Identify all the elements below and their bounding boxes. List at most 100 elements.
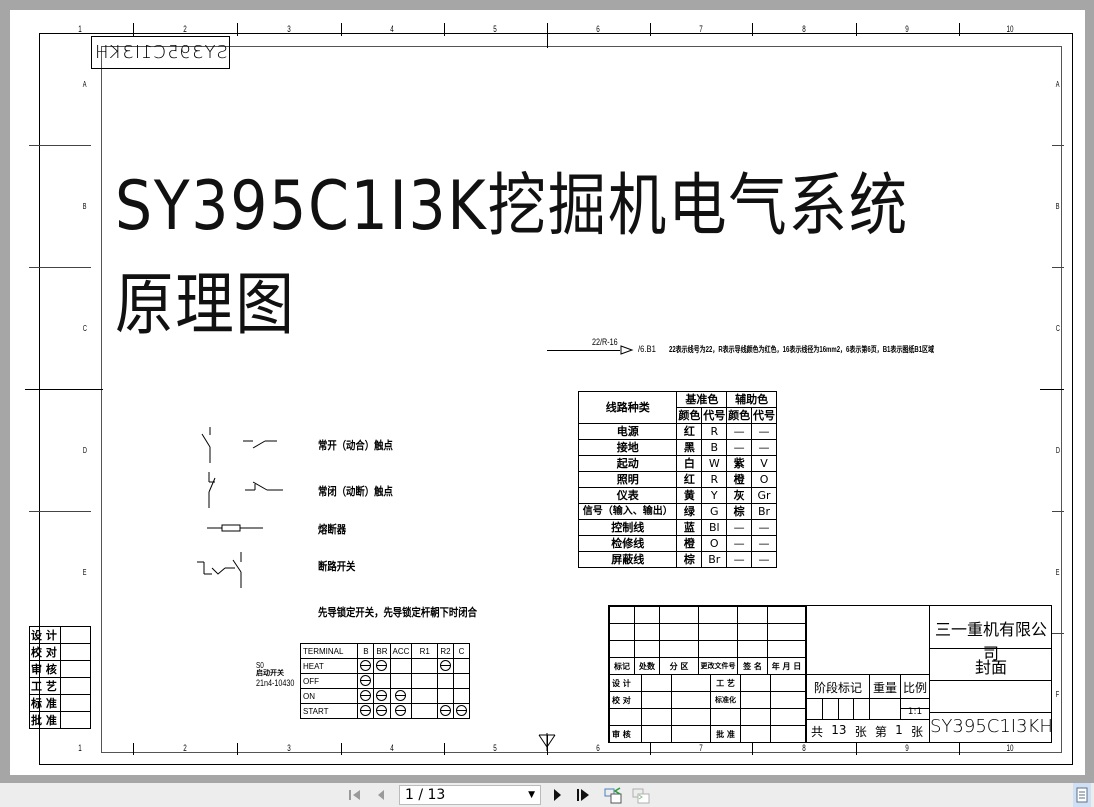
cell: — — [726, 551, 753, 568]
rev-header: 分 区 — [659, 657, 699, 675]
table-row: OFF — [299, 673, 470, 689]
header-aux: 辅助色 — [726, 391, 777, 408]
symbol-label: 常开（动合）触点 — [318, 440, 393, 452]
contact-closed-icon — [456, 704, 467, 716]
fit-page-button[interactable] — [601, 783, 625, 807]
pdf-toolbar: 1 / 13 ▼ — [0, 783, 1094, 807]
first-page-button[interactable] — [344, 783, 366, 807]
outer-frame — [39, 33, 1073, 765]
stage-block: 阶段标记 重量 比例 1:1 共 13 张 第 1 张 — [806, 606, 930, 743]
circuit-breaker-icon — [197, 552, 242, 588]
standard-label: 标准化 — [710, 691, 741, 709]
design-label: 设 计 — [609, 674, 642, 692]
next-page-button[interactable] — [547, 783, 567, 807]
cell: 棕 — [726, 503, 753, 520]
column-number: 4 — [390, 743, 394, 753]
cell: O — [751, 471, 777, 488]
prev-page-button[interactable] — [370, 783, 392, 807]
scale-label: 比例 — [902, 681, 927, 695]
cell: 棕 — [676, 551, 703, 568]
signoff-label: 工 艺 — [29, 677, 61, 695]
cell: — — [726, 423, 753, 440]
cell: R — [701, 471, 728, 488]
column-number: 7 — [699, 743, 703, 753]
sheet-no: 1 — [895, 723, 903, 737]
fit-width-button[interactable] — [629, 783, 653, 807]
contact-open-icon — [360, 674, 372, 686]
col-header: C — [453, 643, 470, 659]
sheet-count: 共 13 张 第 1 张 — [811, 723, 929, 740]
column-number: 5 — [493, 743, 497, 753]
column-number: 10 — [1006, 24, 1014, 34]
approve-label: 批 准 — [710, 725, 741, 743]
cell: 接地 — [577, 439, 678, 456]
page-number-select[interactable]: 1 / 13 ▼ — [399, 785, 541, 805]
wire-label: 22/R-16 — [592, 337, 618, 347]
cell: 蓝 — [676, 519, 703, 536]
cell: Y — [701, 487, 728, 504]
column-number: 2 — [183, 743, 187, 753]
col-header: TERMINAL — [299, 643, 359, 659]
column-number: 7 — [699, 24, 703, 34]
cell: 仪表 — [577, 487, 678, 504]
wire-description: 22表示线号为22，R表示导线颜色为红色，16表示线径为16mm2，6表示第6页… — [669, 345, 935, 354]
row-letter: C — [82, 324, 87, 333]
switch-id: S0 — [256, 661, 264, 670]
first-page-icon — [349, 790, 360, 800]
column-number: 1 — [78, 24, 82, 34]
symbol-label: 常闭（动断）触点 — [318, 486, 393, 498]
drawing-number: SY395C1I3KH — [930, 716, 1053, 737]
cell: 灰 — [726, 487, 753, 504]
signoff-label: 标 准 — [29, 694, 61, 712]
cell: Bl — [701, 519, 728, 536]
page-number-value: 1 / 13 — [405, 787, 446, 803]
cell: 黄 — [676, 487, 703, 504]
cell: 电源 — [577, 423, 678, 440]
cell: — — [751, 535, 777, 552]
cell: 检修线 — [577, 535, 678, 552]
cell: 黑 — [676, 439, 703, 456]
column-number: 3 — [287, 743, 291, 753]
col-header: R2 — [437, 643, 454, 659]
cell: — — [726, 519, 753, 536]
cell: 起动 — [577, 455, 678, 472]
contact-closed-icon — [395, 689, 407, 701]
center-mark-icon — [538, 733, 556, 751]
cell: 信号（输入、输出） — [577, 503, 678, 520]
signoff-label: 审 核 — [29, 660, 61, 678]
cell: Gr — [751, 487, 777, 504]
table-row: ON — [299, 688, 470, 704]
cell: — — [751, 423, 777, 440]
column-number: 10 — [1006, 743, 1014, 753]
row-letter: E — [82, 568, 87, 577]
revision-table: 标记 处数 分 区 更改文件号 签 名 年 月 日 — [609, 606, 806, 675]
contact-closed-icon — [376, 659, 388, 671]
table-row: START — [299, 703, 470, 719]
header-base: 基准色 — [676, 391, 728, 408]
cell: 橙 — [726, 471, 753, 488]
company-block: 三一重机有限公司 封面 SY395C1I3KH — [930, 606, 1053, 743]
document-list-icon — [1076, 787, 1088, 803]
prev-page-icon — [378, 790, 384, 800]
cell: 绿 — [676, 503, 703, 520]
col-header: R1 — [411, 643, 438, 659]
cell: R — [701, 423, 728, 440]
cell: — — [751, 519, 777, 536]
symbol-label: 熔断器 — [318, 524, 347, 536]
arrow-icon — [620, 345, 634, 355]
start-switch-label: S0 启动开关 21n4-10430 — [256, 661, 304, 688]
switch-name: 启动开关 — [256, 670, 284, 677]
switch-part-no: 21n4-10430 — [256, 678, 295, 688]
last-page-button[interactable] — [573, 783, 595, 807]
cell: Br — [701, 551, 728, 568]
cell: — — [751, 439, 777, 456]
column-number: 9 — [905, 24, 909, 34]
cell: B — [701, 439, 728, 456]
document-properties-button[interactable] — [1073, 783, 1091, 807]
